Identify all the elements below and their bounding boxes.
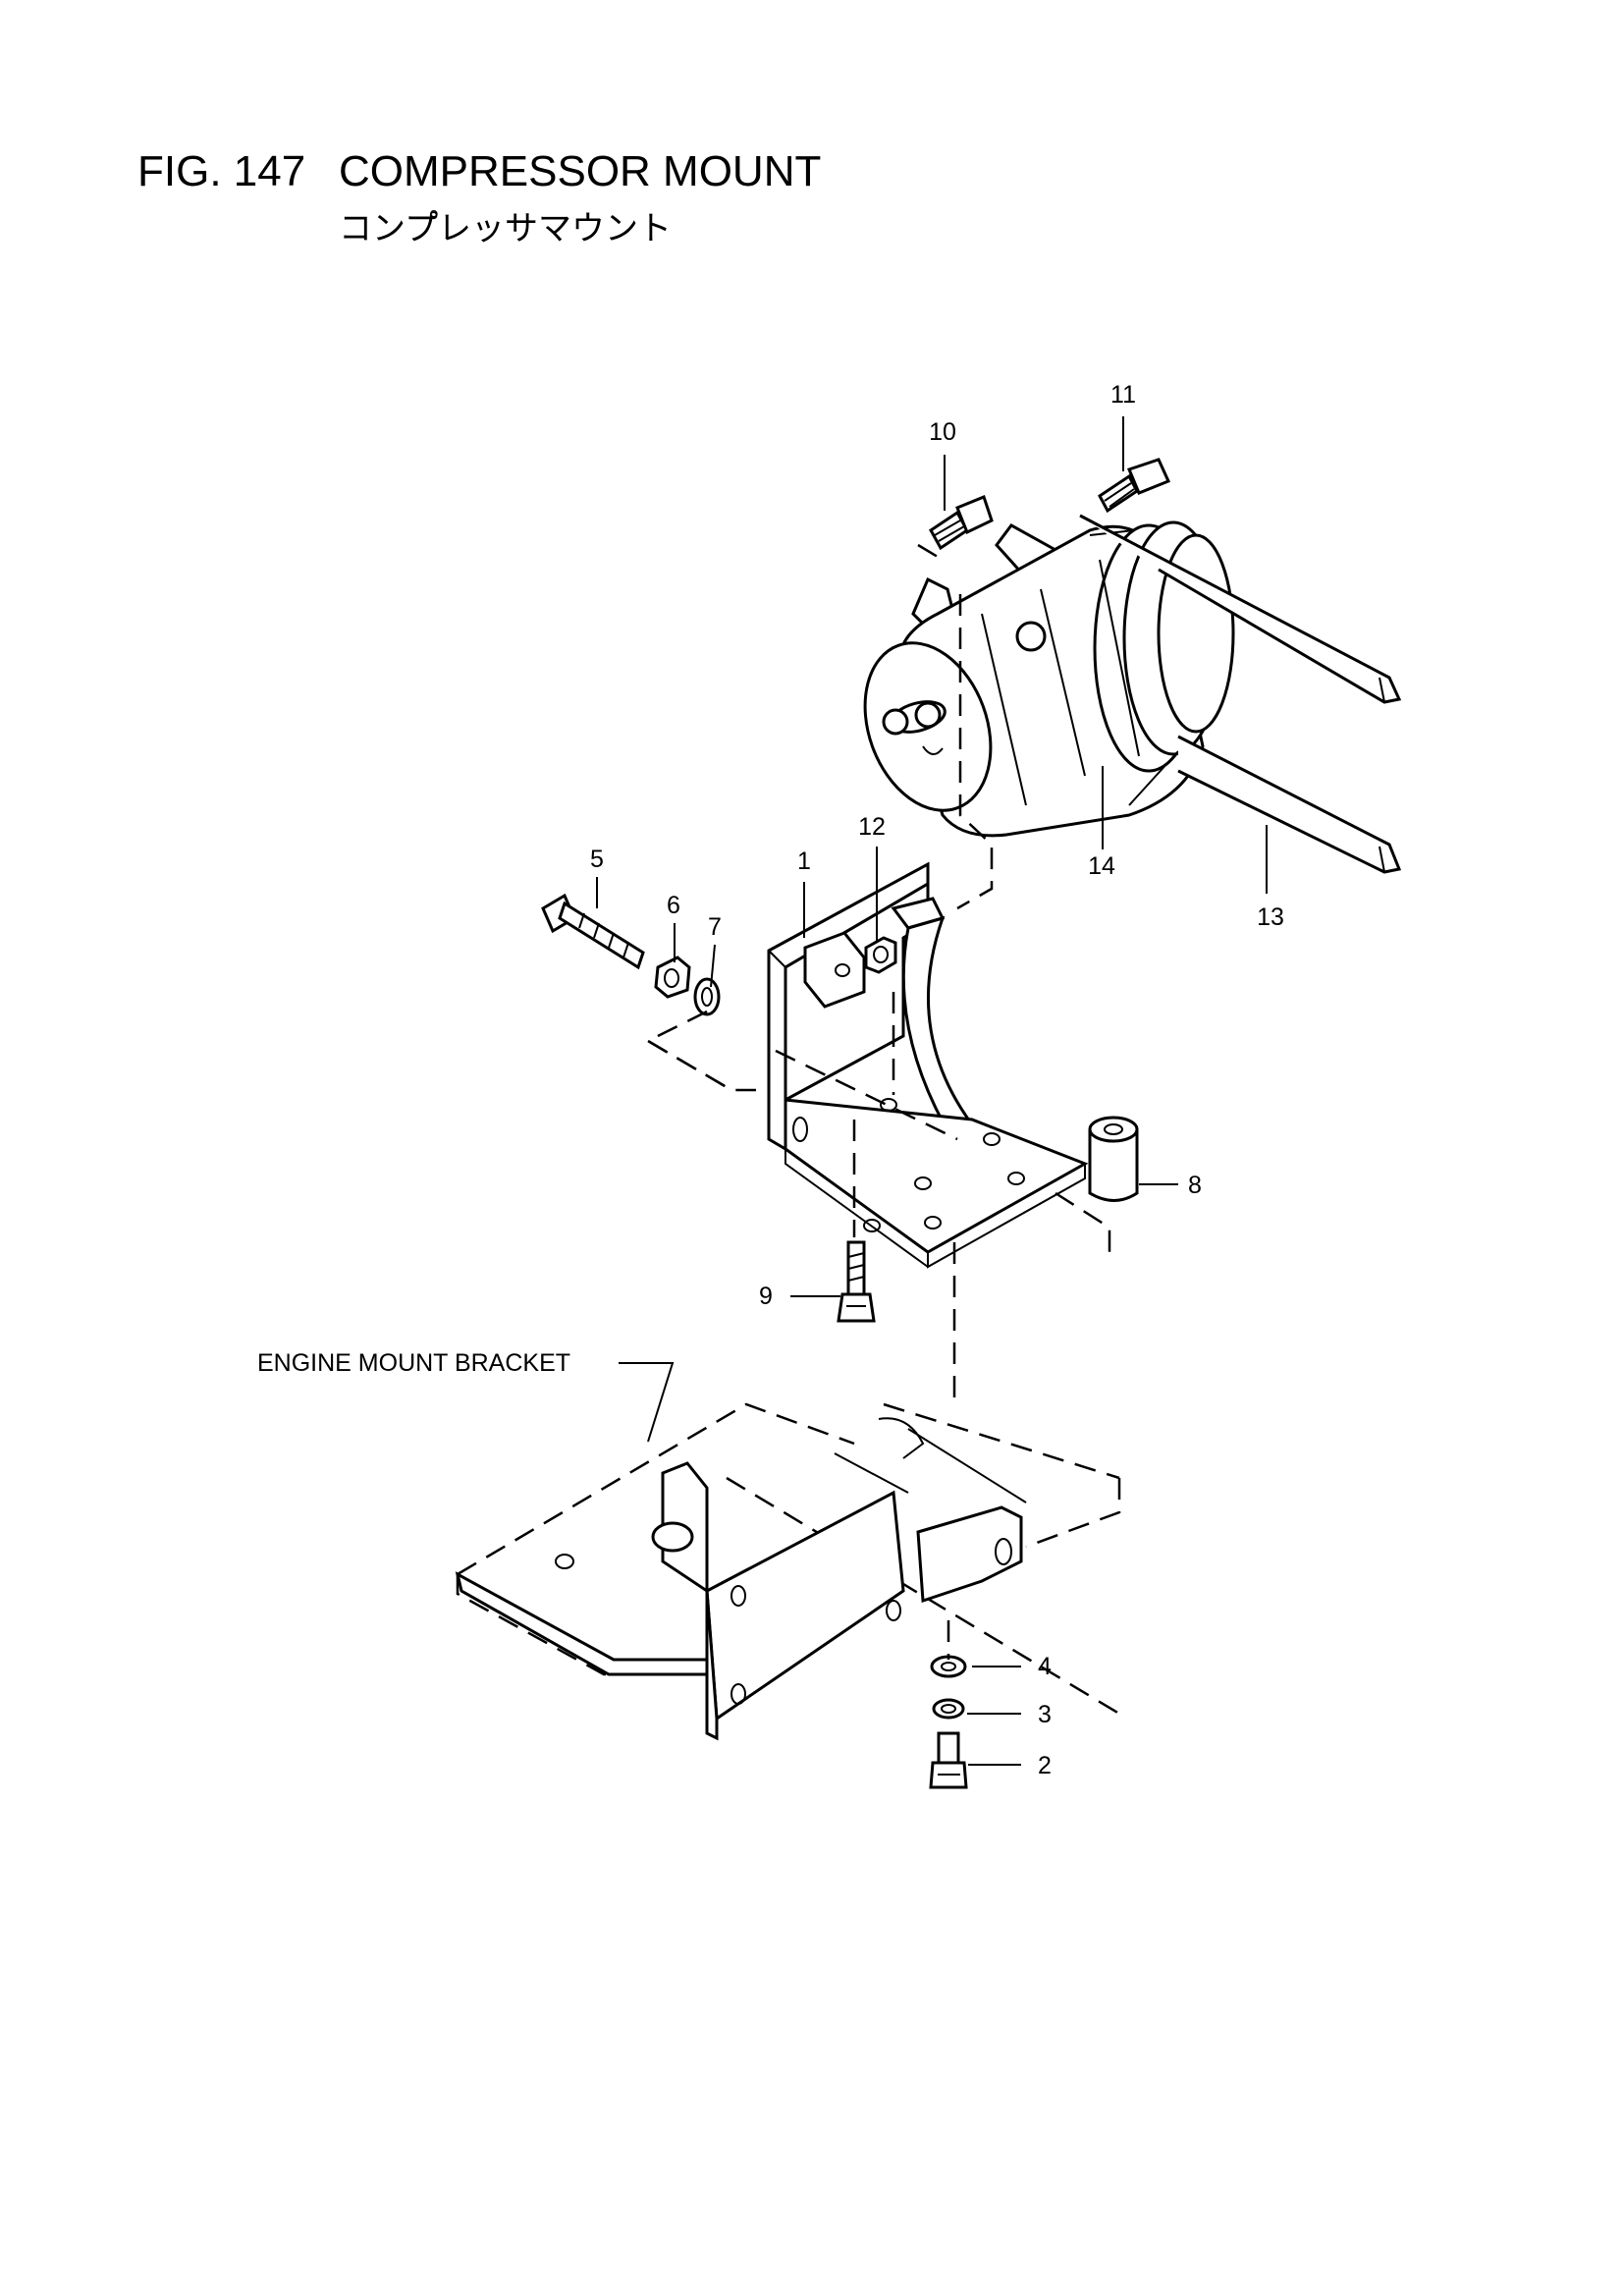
nut-part-12 [864, 936, 897, 974]
engine-mount-bracket-label: ENGINE MOUNT BRACKET [257, 1349, 570, 1377]
callout-13: 13 [1257, 903, 1284, 931]
compressor-bracket-part-1 [767, 861, 1089, 1269]
callout-6: 6 [667, 892, 680, 919]
callout-10: 10 [929, 418, 956, 446]
bolt-part-11 [1098, 458, 1171, 514]
figure-title: COMPRESSOR MOUNT [339, 147, 822, 195]
callout-12: 12 [858, 813, 886, 841]
callout-8: 8 [1188, 1172, 1202, 1199]
callout-1: 1 [797, 847, 811, 875]
assembly-lines [645, 543, 1111, 1660]
callout-7: 7 [708, 913, 722, 941]
nut-part-6 [654, 956, 691, 999]
figure-number: FIG. 147 [137, 147, 306, 195]
bolt-part-9 [837, 1240, 876, 1323]
bolt-part-5 [541, 893, 645, 970]
callout-11: 11 [1110, 381, 1136, 409]
spacer-part-8 [1088, 1116, 1139, 1202]
callout-9: 9 [759, 1283, 773, 1310]
washer-part-4 [930, 1655, 967, 1678]
callout-5: 5 [590, 846, 604, 873]
bolt-part-10 [929, 495, 994, 551]
spring-washer-part-3 [932, 1698, 965, 1720]
bolt-part-2 [929, 1731, 968, 1789]
callout-2: 2 [1038, 1752, 1052, 1779]
engine-mount-bracket [455, 1402, 1121, 1741]
callout-4: 4 [1038, 1653, 1052, 1680]
leader-lines [596, 416, 1268, 1766]
callout-3: 3 [1038, 1701, 1052, 1728]
callout-14: 14 [1088, 852, 1115, 880]
washer-part-7 [693, 977, 721, 1016]
v-belt-part-13 [1079, 514, 1402, 874]
figure-subtitle: コンプ゚レッサマウント [339, 209, 672, 248]
